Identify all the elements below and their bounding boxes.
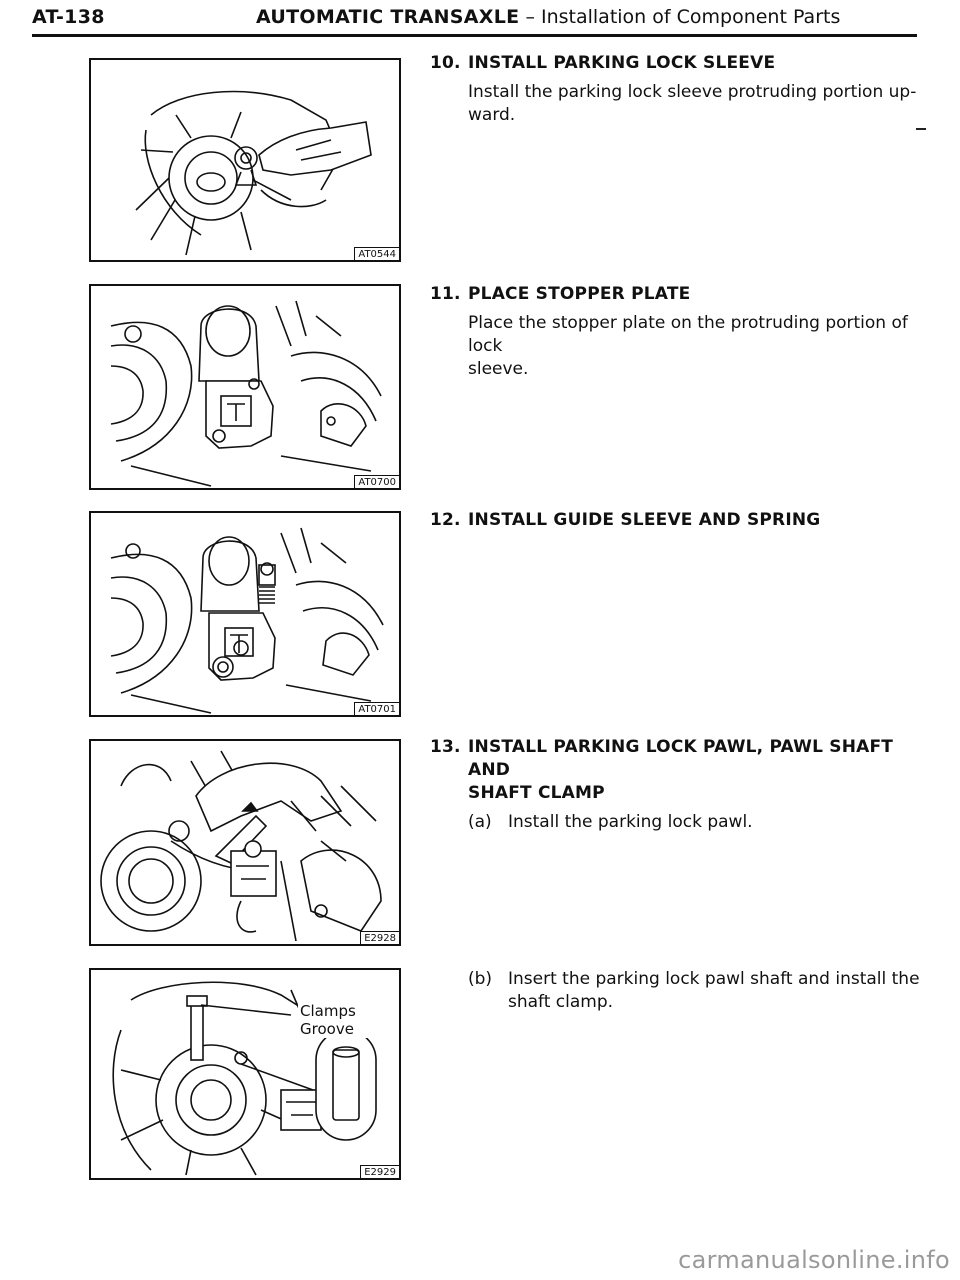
step-11: 11. PLACE STOPPER PLATE Place the stoppe… xyxy=(430,283,920,381)
title-section: AUTOMATIC TRANSAXLE xyxy=(256,6,520,28)
figure-code: E2928 xyxy=(360,931,399,944)
step-instruction: Place the stopper plate on the protrudin… xyxy=(468,313,908,379)
step-title: 10. INSTALL PARKING LOCK SLEEVE xyxy=(430,52,920,75)
step-heading: INSTALL GUIDE SLEEVE AND SPRING xyxy=(468,510,821,530)
figure-code: AT0544 xyxy=(354,247,399,260)
title-subsection: – Installation of Component Parts xyxy=(519,6,841,28)
substep-b: (b) Insert the parking lock pawl shaft an… xyxy=(430,968,920,1014)
figure-code: AT0700 xyxy=(354,475,399,488)
margin-mark xyxy=(916,128,926,130)
step-heading: INSTALL PARKING LOCK SLEEVE xyxy=(468,53,776,73)
step-title: 11. PLACE STOPPER PLATE xyxy=(430,283,920,306)
callout-clamps-groove: Clamps Groove xyxy=(298,1002,399,1038)
illustration-guide-sleeve-spring xyxy=(110,527,384,714)
step-title: 12. INSTALL GUIDE SLEEVE AND SPRING xyxy=(430,509,920,532)
page-title: AUTOMATIC TRANSAXLE – Installation of Co… xyxy=(256,6,840,28)
watermark: carmanualsonline.info xyxy=(678,1246,950,1274)
step-number: 11. xyxy=(430,284,461,304)
page-header: AT-138 AUTOMATIC TRANSAXLE – Installatio… xyxy=(32,4,917,37)
substep-a: (a) Install the parking lock pawl. xyxy=(430,811,920,834)
illustration-pawl-shaft-clamp xyxy=(112,981,377,1176)
step-number: 13. xyxy=(430,737,461,757)
illustration-parking-lock-sleeve xyxy=(135,90,372,256)
illustration-stopper-plate xyxy=(110,300,382,487)
step-heading: INSTALL PARKING LOCK PAWL, PAWL SHAFT AN… xyxy=(468,737,894,803)
step-12: 12. INSTALL GUIDE SLEEVE AND SPRING xyxy=(430,509,920,532)
step-number: 12. xyxy=(430,510,461,530)
substep-text: Install the parking lock pawl. xyxy=(508,812,753,832)
step-number: 10. xyxy=(430,53,461,73)
figure-parking-lock-pawl: E2928 xyxy=(89,739,401,946)
step-13: 13. INSTALL PARKING LOCK PAWL, PAWL SHAFT… xyxy=(430,736,920,834)
step-title: 13. INSTALL PARKING LOCK PAWL, PAWL SHAFT… xyxy=(430,736,920,805)
figure-parking-lock-sleeve: AT0544 xyxy=(89,58,401,262)
step-10: 10. INSTALL PARKING LOCK SLEEVE Install … xyxy=(430,52,920,127)
substep-label: (a) xyxy=(468,812,492,832)
step-heading: PLACE STOPPER PLATE xyxy=(468,284,691,304)
page-code: AT-138 xyxy=(32,6,105,28)
step-13b: (b) Insert the parking lock pawl shaft an… xyxy=(430,968,920,1014)
figure-stopper-plate: AT0700 xyxy=(89,284,401,490)
figure-pawl-shaft-clamp: Clamps Groove E2929 xyxy=(89,968,401,1180)
illustration-parking-lock-pawl xyxy=(100,750,382,942)
figure-guide-sleeve-spring: AT0701 xyxy=(89,511,401,717)
substep-label: (b) xyxy=(468,969,493,989)
figure-code: AT0701 xyxy=(354,702,399,715)
substep-text: Insert the parking lock pawl shaft and i… xyxy=(508,969,920,1012)
figure-code: E2929 xyxy=(360,1165,399,1178)
step-instruction: Install the parking lock sleeve protrudi… xyxy=(468,82,917,125)
